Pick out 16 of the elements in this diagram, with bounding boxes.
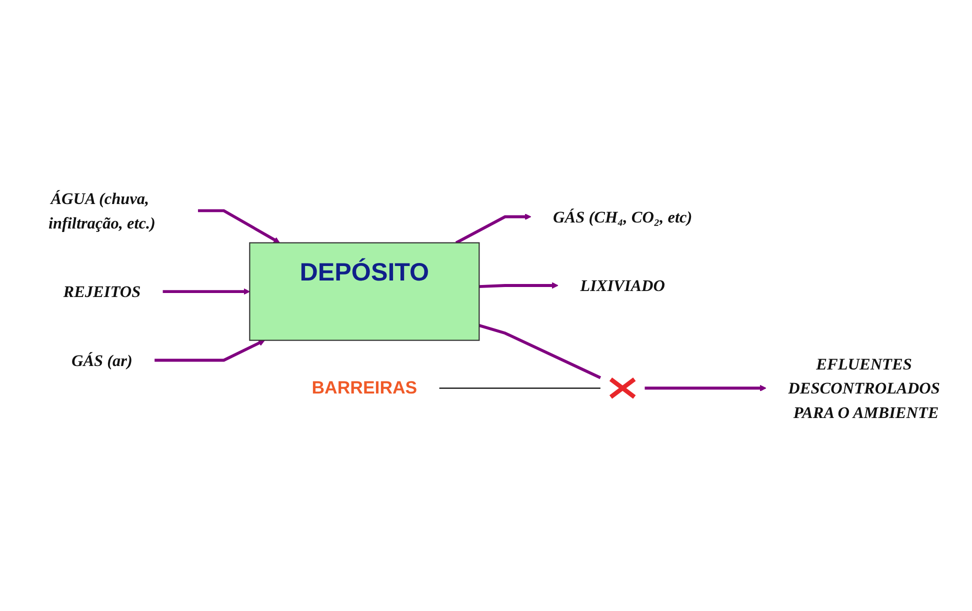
barrier-label: BARREIRAS — [312, 378, 418, 398]
flow-label: ÁGUA (chuva, infiltração, etc.) — [48, 189, 156, 232]
arrow — [455, 214, 532, 244]
process-box: DEPÓSITO — [249, 242, 480, 341]
flow-label: GÁS (ar) — [71, 351, 132, 370]
arrow — [162, 288, 250, 295]
flow-label: LIXIVIADO — [580, 276, 666, 295]
leader-line — [439, 388, 600, 389]
cross-mark — [608, 377, 637, 400]
arrow — [198, 209, 280, 244]
arrow — [644, 384, 766, 392]
arrow — [479, 282, 558, 289]
flow-label: EFLUENTES DESCONTROLADOS PARA O AMBIENTE — [788, 354, 940, 422]
flow-label: GÁS (CH₄, CO₂, etc) — [553, 208, 692, 226]
flow-label: REJEITOS — [63, 282, 141, 301]
arrow — [154, 340, 265, 362]
